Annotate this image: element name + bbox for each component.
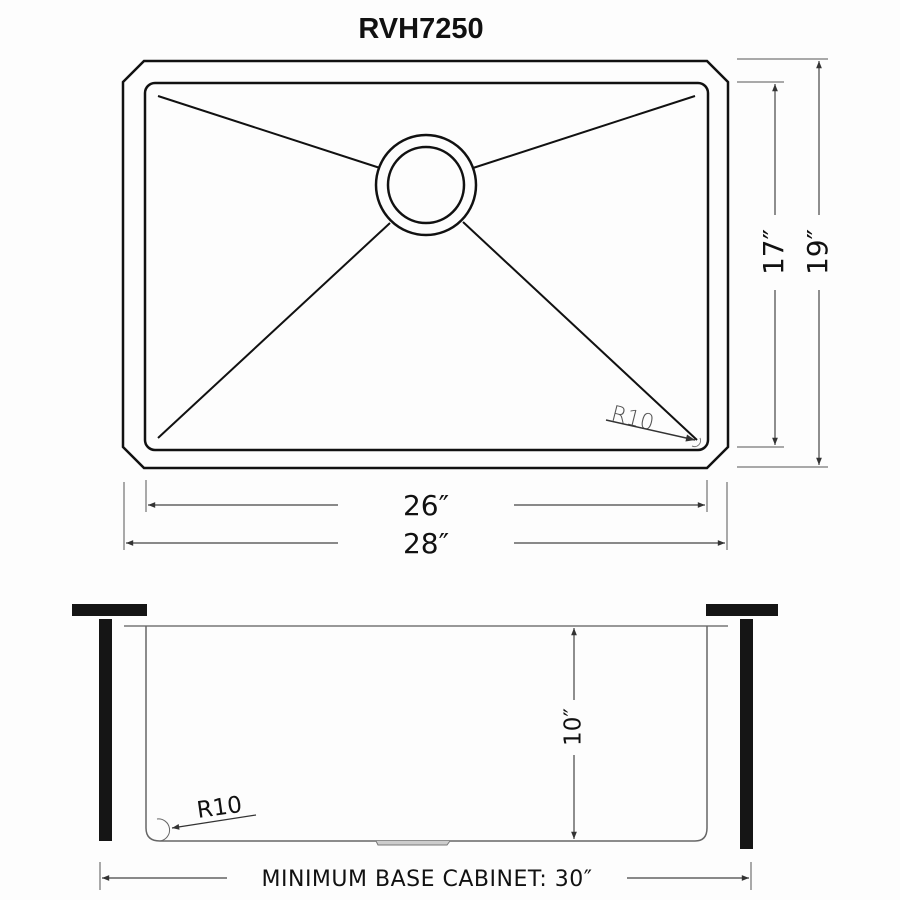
side-view: 10″ R10 MINIMUM BASE CABINET: 30″ (72, 604, 778, 892)
drain-outer-ring (374, 133, 478, 237)
min-cabinet-label: MINIMUM BASE CABINET: 30″ (262, 867, 593, 892)
model-title: RVH7250 (358, 13, 483, 45)
cabinet-wall-right (740, 619, 753, 849)
bowl-depth-label: 10″ (561, 708, 587, 746)
drain-inner-ring (386, 145, 466, 225)
countertop-right (706, 604, 778, 616)
sink-inner-bowl (143, 81, 710, 452)
outer-width-label: 28″ (403, 527, 449, 560)
countertop-left (72, 604, 147, 616)
inner-depth-label: 17″ (757, 229, 790, 275)
cabinet-wall-left (99, 619, 112, 841)
top-view: R10 26″ 28″ 17″ 19″ (121, 58, 834, 560)
inner-width-label: 26″ (403, 489, 449, 522)
sink-outer-rim (121, 59, 730, 470)
outer-depth-label: 19″ (801, 229, 834, 275)
top-corner-radius-label: R10 (609, 402, 657, 437)
side-corner-radius-label: R10 (195, 792, 243, 824)
